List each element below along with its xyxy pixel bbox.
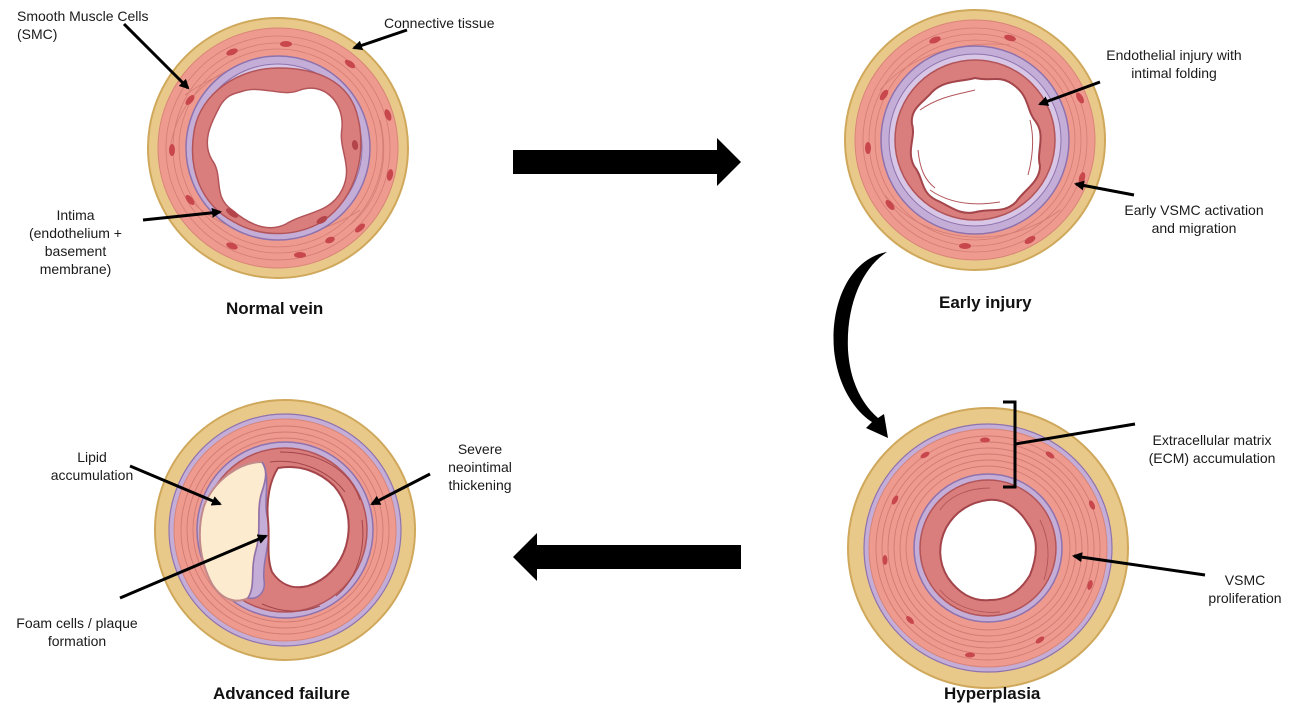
label-lipid-accumulation: Lipid accumulation [42,448,142,484]
hyperplasia-cross-section [848,408,1128,688]
label-intima: Intima (endothelium + basement membrane) [8,206,143,278]
label-endothelial-injury: Endothelial injury with intimal folding [1088,46,1260,82]
title-advanced-failure: Advanced failure [213,684,350,704]
label-early-vsmc: Early VSMC activation and migration [1104,201,1284,237]
label-smooth-muscle-cells: Smooth Muscle Cells (SMC) [17,7,149,43]
arrow-normal-to-early [513,138,741,186]
normal-vein-cross-section [148,18,408,278]
advanced-failure-cross-section [155,400,415,660]
label-foam-cells: Foam cells / plaque formation [2,614,152,650]
pointer-connective [354,30,407,48]
label-vsmc-proliferation: VSMC proliferation [1196,571,1294,607]
hyper-lumen [940,500,1036,600]
title-normal-vein: Normal vein [226,299,323,319]
normal-lumen [207,88,346,228]
label-severe-neointimal: Severe neointimal thickening [430,440,530,494]
title-hyperplasia: Hyperplasia [944,684,1040,704]
early-lumen [911,78,1041,213]
arrow-hyperplasia-to-advanced [513,533,741,581]
title-early-injury: Early injury [939,293,1032,313]
label-connective-tissue: Connective tissue [384,14,495,32]
early-injury-cross-section [845,10,1105,270]
label-ecm-accumulation: Extracellular matrix (ECM) accumulation [1134,431,1290,467]
arrow-early-to-hyperplasia [834,252,888,438]
